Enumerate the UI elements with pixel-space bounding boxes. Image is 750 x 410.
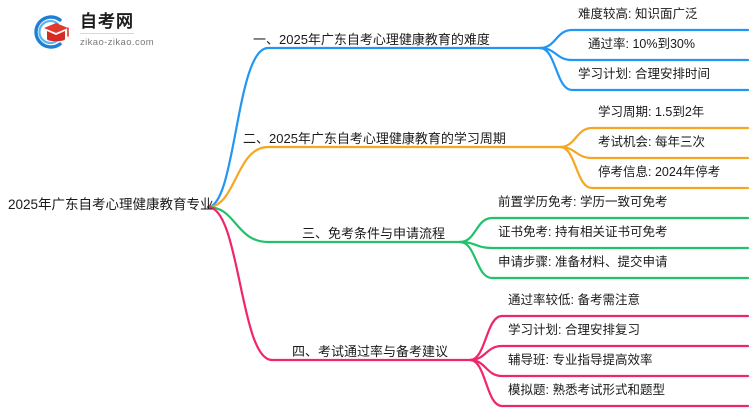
site-logo[interactable]: 自考网 zikao-zikao.com xyxy=(28,8,208,56)
leaf-node-2-3[interactable]: 停考信息: 2024年停考 xyxy=(598,165,721,179)
leaf-node-4-1[interactable]: 通过率较低: 备考需注意 xyxy=(508,293,640,307)
connector-root-branch3 xyxy=(206,205,462,244)
leaf-node-1-1[interactable]: 难度较高: 知识面广泛 xyxy=(578,7,698,21)
connector-branch3-leaf3 xyxy=(458,240,750,280)
leaf-node-1-3[interactable]: 学习计划: 合理安排时间 xyxy=(578,67,710,81)
leaf-node-3-2[interactable]: 证书免考: 持有相关证书可免考 xyxy=(498,225,668,239)
zikao-graduation-cap-logo-icon xyxy=(34,15,69,49)
connector-root-branch1 xyxy=(206,46,542,209)
logo-subtitle: zikao-zikao.com xyxy=(80,37,155,48)
connector-root-branch4 xyxy=(206,205,472,362)
leaf-node-2-1[interactable]: 学习周期: 1.5到2年 xyxy=(598,105,705,119)
logo-text: 自考网 zikao-zikao.com xyxy=(80,12,154,49)
connector-branch2-leaf3 xyxy=(558,145,750,190)
connector-root-branch2 xyxy=(206,145,562,209)
leaf-node-2-2[interactable]: 考试机会: 每年三次 xyxy=(598,135,705,149)
branch-node-1[interactable]: 一、2025年广东自考心理健康教育的难度 xyxy=(253,32,490,47)
leaf-node-1-2[interactable]: 通过率: 10%到30% xyxy=(588,37,695,51)
leaf-node-3-1[interactable]: 前置学历免考: 学历一致可免考 xyxy=(498,195,668,209)
leaf-node-4-4[interactable]: 模拟题: 熟悉考试形式和题型 xyxy=(508,383,665,397)
leaf-node-4-3[interactable]: 辅导班: 专业指导提高效率 xyxy=(508,353,653,367)
branch-node-3[interactable]: 三、免考条件与申请流程 xyxy=(302,226,446,241)
logo-title: 自考网 xyxy=(80,12,134,34)
branch-node-4[interactable]: 四、考试通过率与备考建议 xyxy=(292,344,449,359)
branch-node-2[interactable]: 二、2025年广东自考心理健康教育的学习周期 xyxy=(243,131,506,146)
connector-branch4-leaf4 xyxy=(468,358,750,408)
root-node[interactable]: 2025年广东自考心理健康教育专业 xyxy=(8,197,214,212)
leaf-node-4-2[interactable]: 学习计划: 合理安排复习 xyxy=(508,323,640,337)
leaf-node-3-3[interactable]: 申请步骤: 准备材料、提交申请 xyxy=(498,255,668,269)
connector-branch1-leaf3 xyxy=(538,46,750,92)
